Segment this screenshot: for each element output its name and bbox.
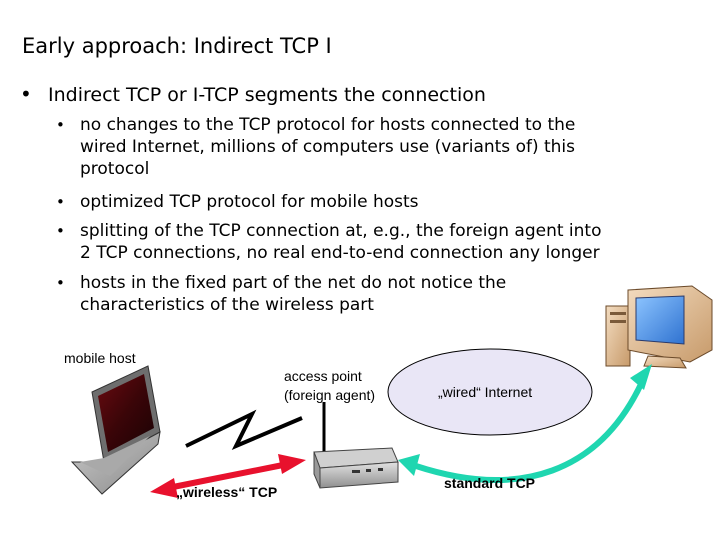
wireless-signal-icon [185, 409, 303, 450]
sub-bullet-4-line-2: characteristics of the wireless part [80, 295, 374, 315]
sub-bullet-2: • optimized TCP protocol for mobile host… [56, 191, 716, 213]
laptop-icon [70, 365, 161, 495]
sub-bullet-1-line-1: no changes to the TCP protocol for hosts… [80, 115, 576, 135]
sub-bullet-1-line-2: wired Internet, millions of computers us… [80, 137, 576, 157]
bullet-dot: • [56, 274, 65, 292]
slide-title: Early approach: Indirect TCP I [22, 34, 332, 58]
sub-bullet-3: • splitting of the TCP connection at, e.… [56, 220, 716, 264]
sub-bullet-3-line-1: splitting of the TCP connection at, e.g.… [80, 221, 602, 241]
standard-tcp-label: standard TCP [444, 475, 536, 491]
wireless-tcp-arrow [150, 454, 306, 498]
internet-cloud [387, 348, 593, 436]
desktop-computer-icon [605, 285, 713, 369]
mobile-host-label: mobile host [64, 350, 136, 366]
access-point-icon [313, 402, 399, 489]
sub-bullet-2-line-1: optimized TCP protocol for mobile hosts [80, 192, 419, 212]
bullet-dot: • [56, 222, 65, 240]
main-bullet-text: Indirect TCP or I-TCP segments the conne… [48, 84, 486, 106]
sub-bullet-4: • hosts in the fixed part of the net do … [56, 272, 716, 316]
foreign-agent-label: (foreign agent) [284, 387, 376, 403]
standard-tcp-arrow [398, 364, 652, 483]
internet-label: „wired“ Internet [438, 384, 533, 400]
sub-bullet-4-line-1: hosts in the fixed part of the net do no… [80, 273, 507, 293]
sub-bullet-1-line-3: protocol [80, 159, 150, 179]
main-bullet-dot: • [20, 82, 32, 106]
sub-bullet-1: • no changes to the TCP protocol for hos… [56, 114, 716, 180]
bullet-dot: • [56, 193, 65, 211]
access-point-label: access point [284, 368, 362, 384]
sub-bullet-3-line-2: 2 TCP connections, no real end-to-end co… [80, 243, 600, 263]
wireless-tcp-label: „wireless“ TCP [176, 484, 278, 500]
bullet-dot: • [56, 116, 65, 134]
